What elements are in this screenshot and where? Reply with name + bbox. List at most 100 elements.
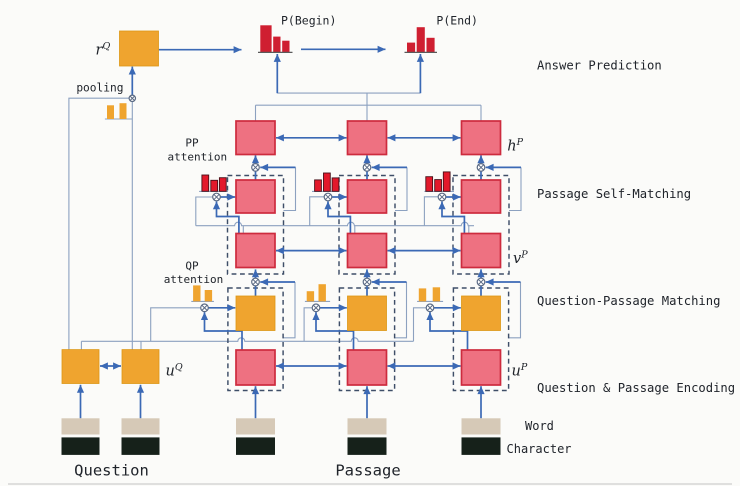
- word-embedding-q1: [61, 418, 100, 435]
- qp-hook-3: [508, 282, 522, 339]
- pend-histogram-bar-3: [426, 37, 435, 52]
- self-matching-box-1: [235, 179, 276, 214]
- self-attn-histogram-1-bar-3: [218, 177, 227, 192]
- pbegin-histogram-bar-3: [282, 40, 290, 52]
- char-embedding-p1: [236, 437, 275, 455]
- up-encoder-box-2: [346, 349, 388, 386]
- self-hook-1: [283, 167, 297, 212]
- passage-self-matching-label: Passage Self-Matching: [537, 187, 691, 201]
- word-embedding-p1: [236, 418, 275, 435]
- question-passage-encoding-label: Question & Passage Encoding: [537, 381, 735, 395]
- qp-attn-histogram-1: [193, 285, 213, 302]
- pbegin-histogram-bar-2: [273, 36, 281, 52]
- histograms: [107, 25, 451, 302]
- otimes-self-gate-1: [251, 162, 260, 172]
- otimes-self-attn-1: [212, 192, 221, 202]
- rq-label: rQ: [96, 41, 111, 59]
- pooling-histogram-bar-1: [107, 105, 114, 119]
- char-embedding-q1: [61, 437, 100, 455]
- pp-attention-label-line1: PP: [185, 137, 199, 150]
- qp-hook-2: [394, 282, 408, 339]
- otimes-self-attn-3: [437, 192, 447, 202]
- self-attn-histogram-3-bar-1: [425, 176, 434, 192]
- word-embedding-p2: [347, 418, 387, 435]
- boxes: [61, 30, 502, 455]
- hp-box-3: [460, 120, 502, 156]
- qp-attn-histogram-3-bar-2: [432, 287, 441, 302]
- pbegin-histogram-bar-1: [260, 25, 272, 52]
- character-label: Character: [507, 442, 572, 456]
- p-begin-label: P(Begin): [281, 13, 336, 27]
- qp-attn-histogram-2-bar-1: [306, 291, 315, 302]
- qp-matching-box-2: [347, 295, 387, 331]
- word-label: Word: [525, 419, 554, 433]
- otimes-pooling: [128, 94, 137, 103]
- arrow-up-to-qpattn-2: [312, 312, 355, 350]
- qp-attn-histogram-1-bar-1: [193, 285, 201, 302]
- qp-attention-label-line2: attention: [164, 273, 224, 286]
- word-embedding-q2: [121, 418, 160, 435]
- self-attn-histogram-1-bar-2: [210, 179, 219, 192]
- question-label: Question: [74, 462, 149, 480]
- char-embedding-p3: [461, 437, 501, 455]
- passage-label: Passage: [335, 462, 400, 480]
- self-attn-histogram-2-bar-2: [323, 172, 331, 192]
- arrow-vp-to-selfattn-2: [324, 201, 352, 234]
- qp-riser-3: [412, 307, 427, 342]
- self-matching-box-2: [346, 179, 388, 214]
- otimes-self-gate-2: [362, 162, 372, 172]
- hp-label: hP: [507, 137, 523, 155]
- self-attn-histogram-3-bar-2: [434, 179, 442, 192]
- qp-matching-box-3: [461, 295, 501, 331]
- pp-attention-label-line2: attention: [167, 151, 227, 164]
- self-matching-box-3: [460, 179, 502, 214]
- qp-attn-histogram-1-bar-2: [204, 290, 213, 302]
- uq-label: uQ: [166, 362, 183, 380]
- qp-riser-2: [303, 307, 313, 342]
- qp-hook-1: [283, 282, 296, 339]
- uq-bus: [81, 337, 414, 342]
- word-embedding-p3: [461, 418, 501, 435]
- char-embedding-p2: [347, 437, 387, 455]
- qp-attn-histogram-2-bar-2: [318, 284, 326, 302]
- self-attn-histogram-2: [314, 172, 340, 192]
- self-attn-histogram-1-bar-1: [201, 174, 210, 192]
- up-encoder-box-1: [235, 349, 276, 386]
- otimes-qp-gate-2: [362, 277, 372, 287]
- otimes-qp-attn-1: [200, 303, 209, 313]
- char-embedding-q2: [121, 437, 160, 455]
- pend-histogram-bar-1: [407, 42, 416, 52]
- hp-box-1: [235, 120, 276, 156]
- self-riser-1: [195, 196, 213, 226]
- uq-encoder-box-1: [61, 349, 100, 384]
- arrow-vp-to-selfattn-1: [212, 201, 240, 234]
- otimes-qp-attn-3: [425, 303, 435, 313]
- arrow-up-to-qpattn-3: [426, 312, 469, 350]
- pend-histogram: [407, 27, 435, 52]
- qp-attn-histogram-3: [418, 287, 441, 302]
- blue-connectors: [76, 45, 521, 419]
- otimes-qp-gate-3: [476, 277, 486, 287]
- up-label: uP: [512, 362, 528, 380]
- otimes-self-attn-2: [323, 192, 333, 202]
- self-attn-histogram-2-bar-1: [314, 179, 322, 192]
- vp-box-1: [235, 232, 276, 269]
- answer-prediction-label: Answer Prediction: [537, 59, 662, 73]
- p-end-label: P(End): [436, 13, 478, 27]
- gates: [128, 94, 486, 313]
- qp-attn-histogram-3-bar-1: [418, 288, 427, 302]
- vp-box-3: [460, 232, 502, 269]
- self-hook-3: [509, 167, 522, 212]
- self-attn-histogram-2-bar-3: [331, 177, 340, 192]
- qp-attention-label-line1: QP: [185, 260, 199, 273]
- line-question1-to-pooling: [68, 97, 129, 350]
- up-encoder-box-3: [460, 349, 502, 386]
- arrow-vp-to-selfattn-3: [438, 201, 466, 234]
- pooling-label: pooling: [76, 82, 123, 95]
- self-attn-histogram-3-bar-3: [442, 171, 451, 192]
- pend-histogram-bar-2: [416, 27, 425, 52]
- otimes-self-gate-3: [476, 162, 486, 172]
- qp-riser-1: [150, 307, 201, 342]
